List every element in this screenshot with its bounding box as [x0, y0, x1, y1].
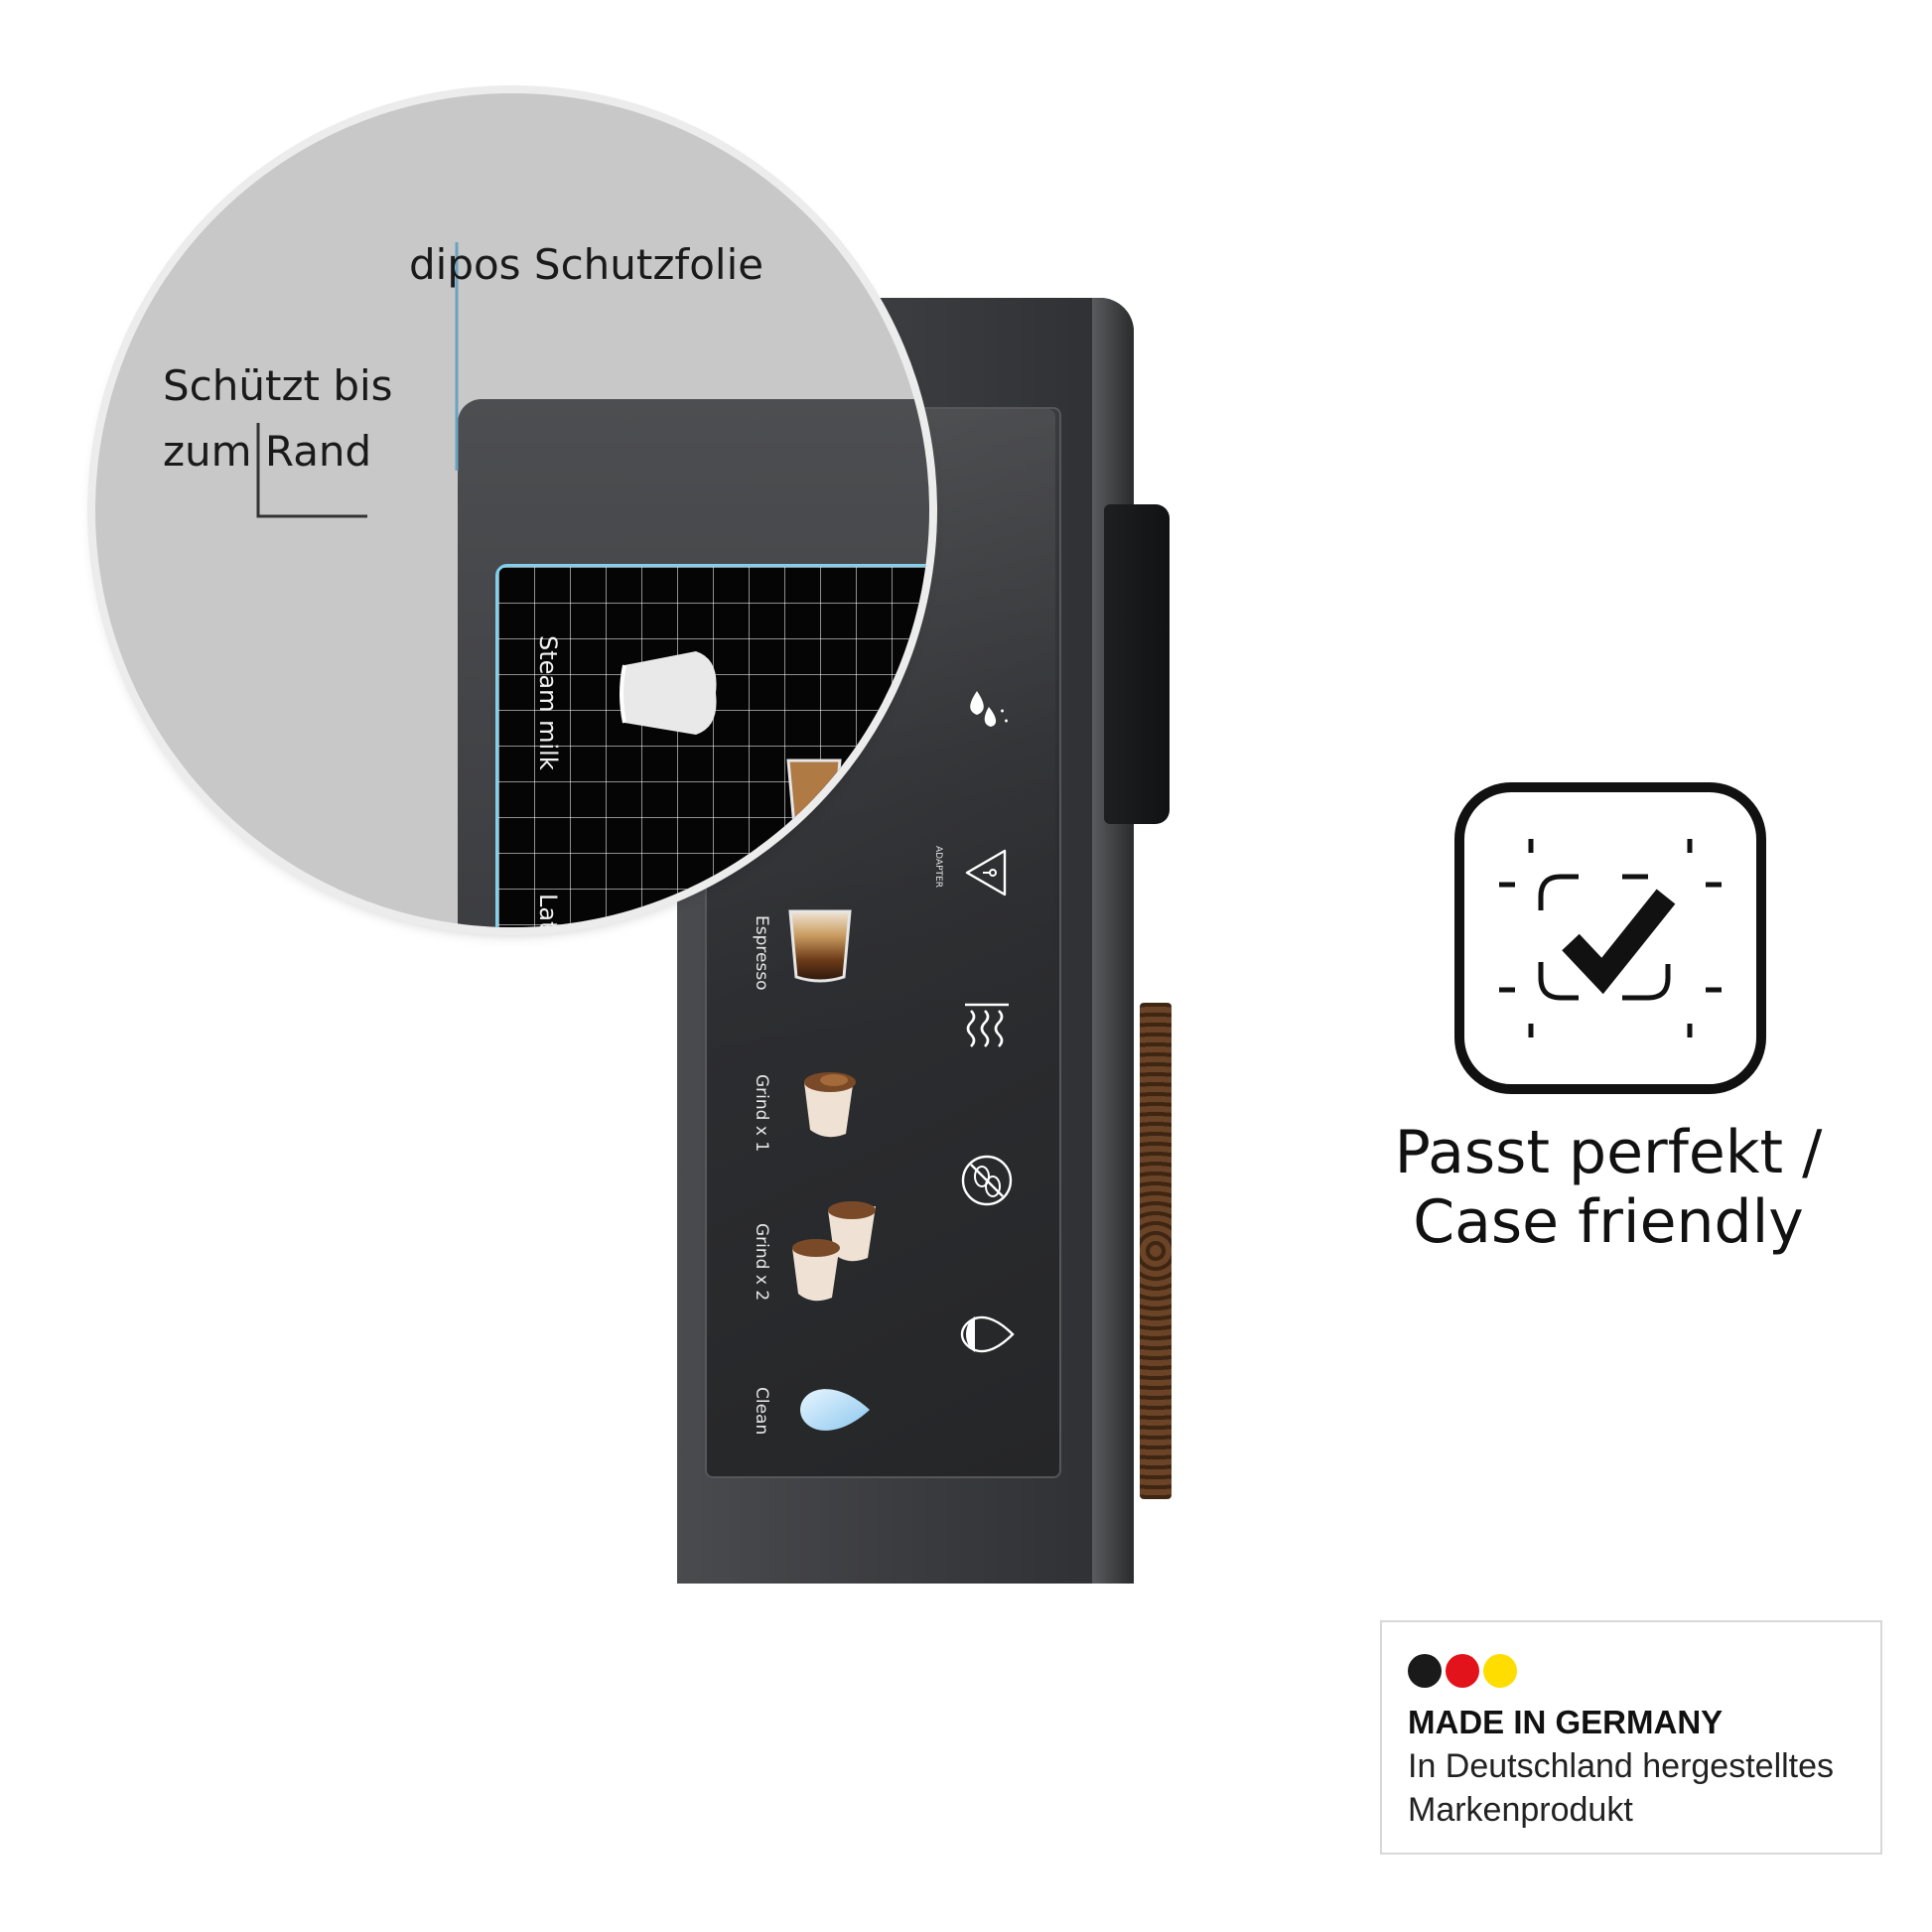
- badge-line2: Markenprodukt: [1408, 1791, 1633, 1829]
- film-callout-label: dipos Schutzfolie: [409, 240, 764, 289]
- water-drop-icon[interactable]: [794, 1380, 874, 1440]
- espresso-cup-icon[interactable]: [784, 905, 856, 987]
- clean-label: Clean: [752, 1387, 771, 1436]
- flag-dot-red: [1446, 1654, 1479, 1688]
- zoomed-protected-screen: [495, 564, 929, 927]
- fit-check-icon: [1453, 781, 1767, 1095]
- ground-coffee-cup-icon[interactable]: [794, 1064, 864, 1144]
- flag-dot-gold: [1483, 1654, 1517, 1688]
- feature-caption: Passt perfekt / Case friendly: [1320, 1118, 1896, 1257]
- edge-callout-line1: Schützt bis: [163, 361, 393, 410]
- magnifier-circle: Steam milk Latte dipos Schutzfolie Schüt…: [95, 93, 929, 927]
- milk-drops-icon[interactable]: [955, 677, 1019, 741]
- badge-line1: In Deutschland hergestelltes: [1408, 1747, 1835, 1785]
- grind-x2-label: Grind x 2: [752, 1223, 771, 1302]
- milk-glass-icon: [617, 639, 726, 749]
- zoomed-espresso-cup-icon: [784, 757, 844, 836]
- badge-title: MADE IN GERMANY: [1408, 1704, 1724, 1740]
- grind-x1-label: Grind x 1: [752, 1074, 771, 1153]
- drop-half-icon[interactable]: [955, 1303, 1019, 1366]
- adapter-label: ADAPTER: [933, 846, 943, 888]
- steam-waves-icon[interactable]: [955, 995, 1019, 1058]
- flag-dot-black: [1408, 1654, 1442, 1688]
- bean-hopper: [1140, 1003, 1172, 1499]
- feature-line2: Case friendly: [1413, 1187, 1804, 1257]
- double-ground-coffee-cup-icon[interactable]: [784, 1198, 884, 1308]
- machine-side-handle: [1104, 504, 1170, 824]
- made-in-germany-badge: MADE IN GERMANY In Deutschland hergestel…: [1380, 1620, 1882, 1855]
- edge-callout-line2: zum Rand: [163, 427, 372, 476]
- callout-lines: [256, 242, 459, 518]
- adapter-warning-icon[interactable]: [955, 841, 1019, 904]
- machine-side-rim: [1092, 298, 1134, 1584]
- feature-line1: Passt perfekt /: [1394, 1118, 1823, 1187]
- no-beans-icon[interactable]: [955, 1149, 1019, 1212]
